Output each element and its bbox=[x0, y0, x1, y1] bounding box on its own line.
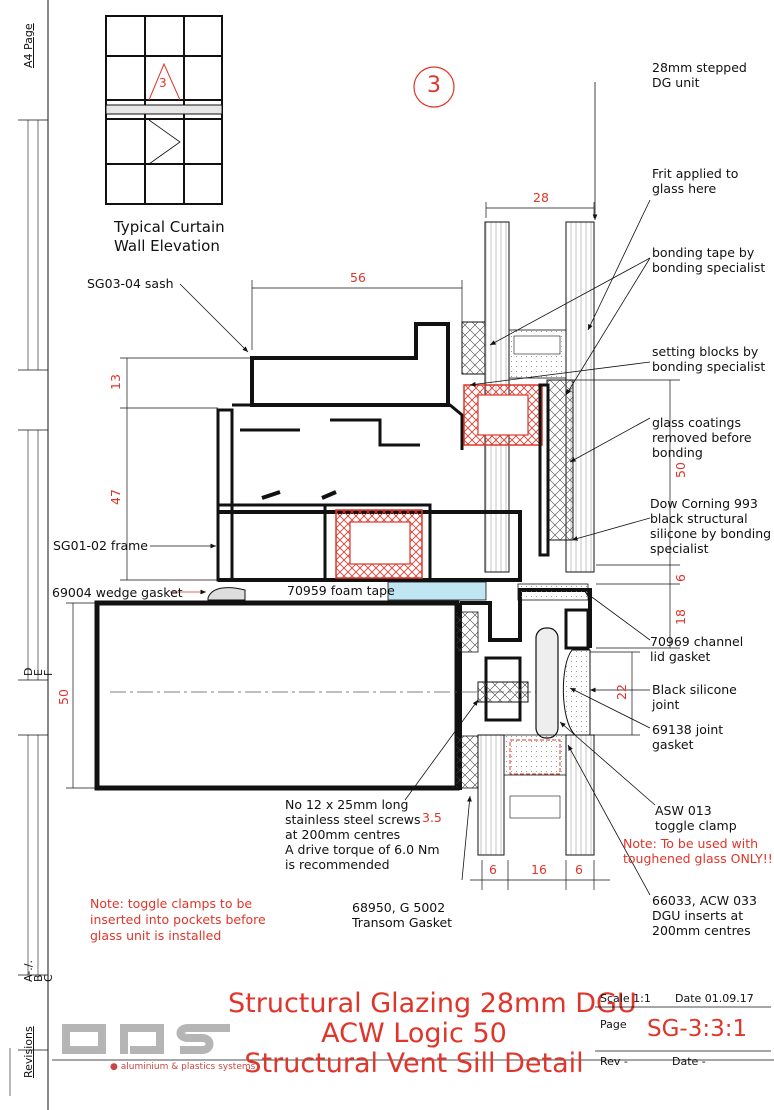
label-dow-4: specialist bbox=[650, 541, 709, 556]
label-transom-1: 68950, G 5002 bbox=[352, 900, 446, 915]
scale-label: Scale 1:1 bbox=[600, 992, 651, 1005]
label-toggle-2: toggle clamp bbox=[655, 818, 737, 833]
dim-56: 56 bbox=[350, 270, 366, 285]
rev-label: Rev - bbox=[600, 1055, 628, 1068]
label-frame: SG01-02 frame bbox=[53, 538, 148, 553]
date-label: Date 01.09.17 bbox=[675, 992, 754, 1005]
label-screws-3: at 200mm centres bbox=[285, 827, 401, 842]
title-block-grid bbox=[595, 1006, 771, 1052]
dim-13: 13 bbox=[108, 374, 123, 390]
elevation-marker: 3 bbox=[159, 76, 167, 90]
label-screws-5: is recommended bbox=[285, 857, 390, 872]
label-screws-1: No 12 x 25mm long bbox=[285, 797, 409, 812]
label-channel-lid-1: 70969 channel bbox=[650, 634, 744, 649]
label-setting-blocks-1: setting blocks by bbox=[652, 344, 759, 359]
title-line-3: Structural Vent Sill Detail bbox=[244, 1048, 584, 1079]
company-name-text: aluminium & plastics systems bbox=[120, 1062, 256, 1072]
label-foam-tape: 70959 foam tape bbox=[287, 583, 395, 598]
dim-6-right: 6 bbox=[673, 574, 688, 582]
scale-label-text: Scale bbox=[600, 992, 630, 1005]
label-dgu-inserts-3: 200mm centres bbox=[652, 923, 751, 938]
label-dow-1: Dow Corning 993 bbox=[650, 496, 758, 511]
title-line-2: ACW Logic 50 bbox=[321, 1018, 507, 1049]
note-line-1: Note: toggle clamps to be bbox=[90, 896, 253, 911]
label-dow-3: silicone by bonding bbox=[650, 526, 772, 541]
label-dow-2: black structural bbox=[650, 511, 748, 526]
label-joint-gasket-1: 69138 joint bbox=[652, 722, 724, 737]
note-line-2: inserted into pockets before bbox=[90, 912, 266, 927]
label-transom-2: Transom Gasket bbox=[352, 915, 453, 930]
label-setting-blocks-2: bonding specialist bbox=[652, 359, 766, 374]
date-value: 01.09.17 bbox=[704, 992, 754, 1005]
title-line-1: Structural Glazing 28mm DGU bbox=[228, 988, 637, 1019]
dim-bottom-16: 16 bbox=[531, 862, 547, 877]
label-coatings-3: bonding bbox=[652, 445, 703, 460]
label-wedge-gasket: 69004 wedge gasket bbox=[52, 585, 183, 600]
dim-3-5: 3.5 bbox=[422, 810, 442, 825]
dim-22: 22 bbox=[614, 684, 629, 700]
label-bonding-tape-1: bonding tape by bbox=[652, 245, 755, 260]
dim-18: 18 bbox=[673, 609, 688, 625]
label-screws-4: A drive torque of 6.0 Nm bbox=[285, 842, 440, 857]
label-dg-unit-2: DG unit bbox=[652, 75, 700, 90]
section-marker: 3 bbox=[427, 73, 441, 98]
label-toggle-note-2: toughened glass ONLY!! bbox=[623, 851, 773, 866]
label-frit-1: Frit applied to bbox=[652, 166, 739, 181]
dim-bottom-6a: 6 bbox=[489, 862, 497, 877]
label-screws-2: stainless steel screws bbox=[285, 812, 421, 827]
date-label-text: Date bbox=[675, 992, 702, 1005]
dim-28: 28 bbox=[533, 190, 549, 205]
curtain-wall-elevation bbox=[105, 15, 223, 205]
label-silicone-joint-1: Black silicone bbox=[652, 682, 737, 697]
page-value: SG-3:3:1 bbox=[647, 1016, 748, 1042]
label-coatings-2: removed before bbox=[652, 430, 752, 445]
scale-value: 1:1 bbox=[633, 992, 651, 1005]
label-channel-lid-2: lid gasket bbox=[650, 649, 711, 664]
dim-bottom-6b: 6 bbox=[575, 862, 583, 877]
label-coatings-1: glass coatings bbox=[652, 415, 741, 430]
dim-47: 47 bbox=[108, 489, 123, 505]
label-dgu-inserts-1: 66033, ACW 033 bbox=[652, 893, 757, 908]
label-bonding-tape-2: bonding specialist bbox=[652, 260, 766, 275]
section-marker-circle bbox=[413, 66, 455, 108]
date2-label: Date - bbox=[672, 1055, 706, 1068]
label-dgu-inserts-2: DGU inserts at bbox=[652, 908, 744, 923]
elevation-caption-2: Wall Elevation bbox=[114, 237, 220, 255]
label-dg-unit-1: 28mm stepped bbox=[652, 60, 747, 75]
note-line-3: glass unit is installed bbox=[90, 928, 222, 943]
label-silicone-joint-2: joint bbox=[652, 697, 680, 712]
page-label: Page bbox=[600, 1018, 627, 1031]
label-sash: SG03-04 sash bbox=[87, 276, 174, 291]
label-frit-2: glass here bbox=[652, 181, 717, 196]
label-joint-gasket-2: gasket bbox=[652, 737, 694, 752]
company-dot: ● bbox=[110, 1062, 118, 1072]
dim-50-left: 50 bbox=[56, 689, 71, 705]
label-toggle-note-1: Note: To be used with bbox=[623, 836, 759, 851]
company-name: ● aluminium & plastics systems bbox=[110, 1060, 255, 1075]
elevation-caption-1: Typical Curtain bbox=[114, 218, 225, 236]
label-toggle-1: ASW 013 bbox=[655, 803, 712, 818]
aps-logo bbox=[62, 1024, 230, 1054]
dim-50-right: 50 bbox=[673, 462, 688, 478]
